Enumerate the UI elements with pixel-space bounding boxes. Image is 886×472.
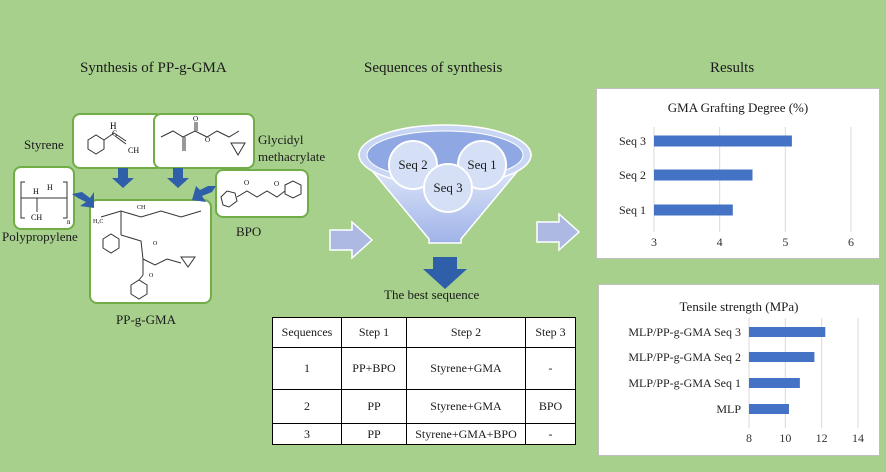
arrow-diagonal-icon: [192, 186, 216, 202]
gma-structure-icon: O O: [160, 115, 246, 156]
svg-text:O: O: [193, 115, 198, 123]
table-cell: Styrene+GMA+BPO: [406, 423, 526, 445]
flow-arrow-right-icon: [329, 220, 374, 260]
table-header-row: Sequences Step 1 Step 2 Step 3: [272, 317, 576, 348]
bar: [654, 169, 753, 181]
styrene-structure-box: H C CH: [72, 113, 164, 169]
svg-text:O: O: [149, 273, 154, 279]
svg-text:H: H: [110, 121, 117, 131]
category-label: MLP/PP-g-GMA Seq 1: [628, 376, 741, 390]
tick-label: 3: [651, 235, 657, 249]
table-row: 1 PP+BPO Styrene+GMA -: [272, 347, 576, 390]
arrow-down-icon: [423, 257, 467, 289]
grafting-degree-plot: 3 4 5 6 Seq 3 Seq 2 Seq 1: [619, 127, 854, 249]
synthesis-title: Synthesis of PP-g-GMA: [80, 60, 227, 76]
table-cell: 3: [272, 423, 342, 445]
table-cell: 1: [272, 347, 342, 390]
tick-label: 6: [848, 235, 854, 249]
bar: [749, 352, 815, 362]
table-header: Step 3: [525, 317, 576, 348]
seq2-label: Seq 2: [398, 157, 428, 172]
tick-label: 10: [779, 431, 791, 445]
svg-text:H: H: [33, 187, 39, 196]
polypropylene-structure-box: H H CH n: [13, 166, 75, 230]
tick-label: 14: [852, 431, 864, 445]
reaction-arrows: [72, 168, 216, 208]
bar: [749, 327, 826, 337]
table-cell: BPO: [525, 389, 576, 424]
table-cell: -: [525, 423, 576, 445]
bpo-structure-box: O O: [215, 169, 309, 218]
gma-structure-box: O O: [153, 113, 255, 169]
tick-label: 5: [782, 235, 788, 249]
tensile-strength-plot: 8 10 12 14 MLP/PP-g-GMA Seq 3 MLP/PP-g-GMA Se…: [628, 318, 864, 445]
category-label: Seq 2: [619, 168, 646, 182]
sequences-title: Sequences of synthesis: [364, 60, 503, 76]
bar: [654, 135, 792, 147]
gma-label: Glycidyl methacrylate: [258, 131, 325, 165]
svg-text:O: O: [244, 179, 249, 187]
svg-text:CH: CH: [31, 213, 42, 222]
svg-text:CH: CH: [137, 205, 146, 211]
svg-text:O: O: [205, 136, 210, 144]
styrene-label: Styrene: [24, 137, 64, 152]
table-row: 2 PP Styrene+GMA BPO: [272, 389, 576, 424]
svg-text:H₃C: H₃C: [93, 219, 103, 225]
bpo-structure-icon: O O: [220, 179, 302, 208]
product-structure-box: CH H₃C O O: [89, 199, 212, 304]
category-label: MLP/PP-g-GMA Seq 2: [628, 350, 741, 364]
arrow-down-icon: [167, 168, 189, 188]
seq3-label: Seq 3: [433, 180, 463, 195]
bar: [749, 378, 800, 388]
flow-arrow-right-icon: [536, 212, 581, 252]
svg-text:O: O: [274, 180, 279, 188]
svg-text:C: C: [112, 129, 117, 138]
svg-text:n: n: [67, 218, 71, 226]
arrow-diagonal-icon: [72, 192, 94, 208]
table-cell: -: [525, 347, 576, 390]
table-header: Step 1: [341, 317, 407, 348]
bar: [654, 204, 733, 216]
table-row: 3 PP Styrene+GMA+BPO -: [272, 423, 576, 445]
grafting-degree-chart: GMA Grafting Degree (%) 3 4 5 6 Seq 3 Seq 2 Se…: [596, 88, 880, 259]
category-label: MLP/PP-g-GMA Seq 3: [628, 325, 741, 339]
seq1-label: Seq 1: [467, 157, 497, 172]
sequence-table: Sequences Step 1 Step 2 Step 3 1 PP+BPO …: [272, 317, 576, 445]
chart-title: GMA Grafting Degree (%): [667, 100, 809, 115]
arrow-down-icon: [112, 168, 134, 188]
results-title: Results: [710, 60, 755, 76]
product-label: PP-g-GMA: [116, 312, 176, 327]
table-header: Sequences: [272, 317, 342, 348]
svg-text:CH: CH: [128, 146, 139, 155]
tick-label: 4: [717, 235, 723, 249]
table-cell: PP: [341, 389, 407, 424]
polypropylene-structure-icon: H H CH n: [20, 181, 71, 226]
table-header: Step 2: [406, 317, 526, 348]
table-cell: PP: [341, 423, 407, 445]
styrene-structure-icon: H C CH: [87, 121, 139, 155]
table-cell: PP+BPO: [341, 347, 407, 390]
table-cell: Styrene+GMA: [406, 347, 526, 390]
tick-label: 12: [816, 431, 828, 445]
best-sequence-label: The best sequence: [384, 287, 480, 302]
seq3-circle: Seq 3: [423, 163, 473, 213]
category-label: Seq 3: [619, 134, 646, 148]
table-cell: 2: [272, 389, 342, 424]
table-cell: Styrene+GMA: [406, 389, 526, 424]
gma-label-line2: methacrylate: [258, 149, 326, 164]
svg-text:H: H: [47, 183, 53, 192]
polypropylene-label: Polypropylene: [2, 229, 78, 244]
chart-title: Tensile strength (MPa): [679, 299, 799, 314]
tensile-strength-chart: Tensile strength (MPa) 8 10 12 14 MLP/PP-g-G…: [598, 284, 880, 456]
category-label: MLP: [716, 402, 741, 416]
gma-label-line1: Glycidyl: [258, 132, 304, 147]
svg-text:O: O: [153, 241, 158, 247]
bpo-label: BPO: [236, 224, 262, 239]
bar: [749, 404, 789, 414]
category-label: Seq 1: [619, 203, 646, 217]
product-structure-icon: CH H₃C O O: [93, 205, 202, 300]
tick-label: 8: [746, 431, 752, 445]
